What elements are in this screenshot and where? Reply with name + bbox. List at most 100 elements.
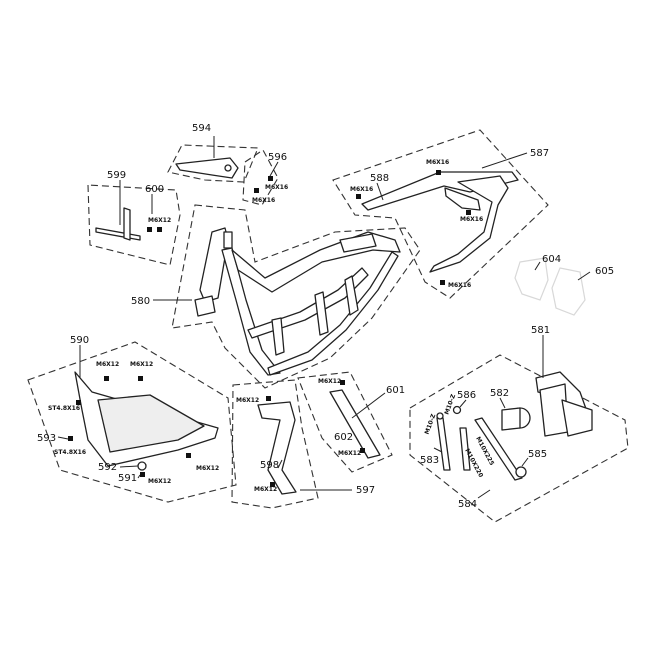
bolt-602-icon bbox=[360, 448, 365, 453]
spec-587-m6x16-a: M6X16 bbox=[426, 159, 449, 166]
bolt-590c-icon bbox=[76, 400, 81, 405]
part-584-long-bolt bbox=[474, 417, 523, 481]
part-585-washer bbox=[515, 466, 527, 478]
part-601-bar bbox=[329, 389, 381, 459]
callout-599: 599 bbox=[107, 170, 126, 181]
spec-596-m6x16-b: M6X16 bbox=[252, 197, 275, 204]
callout-587: 587 bbox=[530, 148, 549, 159]
bolt-593-icon bbox=[68, 436, 73, 441]
bolt-601-icon bbox=[340, 380, 345, 385]
part-587-mount bbox=[444, 187, 481, 211]
part-581-side bbox=[561, 399, 593, 437]
callout-580: 580 bbox=[131, 296, 150, 307]
callout-602: 602 bbox=[334, 432, 353, 443]
part-599-plate bbox=[95, 227, 141, 241]
spec-588-m6x16: M6X16 bbox=[350, 186, 373, 193]
bolt-600b-icon bbox=[157, 227, 162, 232]
group-601-dashed-outline bbox=[297, 371, 393, 473]
group-587-rear-rack: M6X16 M6X16 M6X16 M6X16 587 588 bbox=[332, 129, 549, 299]
leader-584 bbox=[477, 489, 491, 499]
group-580-dashed-outline bbox=[171, 204, 421, 389]
group-601-bracket: M6X12 601 602 M6X12 bbox=[297, 371, 405, 473]
leader-598 bbox=[277, 459, 283, 469]
part-580-bottom-rail bbox=[267, 251, 399, 376]
part-592-grommet bbox=[137, 461, 147, 471]
spec-597-m6x12-a: M6X12 bbox=[236, 397, 259, 404]
leader-592 bbox=[119, 465, 139, 468]
callout-601: 601 bbox=[386, 385, 405, 396]
callout-600: 600 bbox=[145, 184, 164, 195]
part-599-post bbox=[123, 207, 131, 241]
callout-593: 593 bbox=[37, 433, 56, 444]
bolt-600a-icon bbox=[147, 227, 152, 232]
group-599-bracket: 599 600 M6X12 bbox=[87, 170, 181, 266]
callout-590: 590 bbox=[70, 335, 89, 346]
part-594-hole bbox=[224, 164, 232, 172]
leader-591 bbox=[137, 474, 141, 479]
spec-587-m6x16-c: M6X16 bbox=[448, 282, 471, 289]
part-586-nut bbox=[452, 405, 462, 415]
leader-593 bbox=[57, 436, 69, 440]
bolt-587b-icon bbox=[466, 210, 471, 215]
part-580-crossmember-a bbox=[271, 317, 285, 356]
spec-590-m6x12-a: M6X12 bbox=[96, 361, 119, 368]
leader-585 bbox=[521, 457, 529, 467]
part-580-seat-bracket bbox=[339, 233, 377, 253]
leader-596 bbox=[269, 161, 279, 177]
spec-598-m6x12: M6X12 bbox=[254, 486, 277, 493]
group-581-dashed-outline bbox=[409, 354, 629, 523]
group-581-engine-mount: 581 582 M10-Z 583 M10X225 M10X220 584 58… bbox=[409, 325, 629, 523]
callout-596: 596 bbox=[268, 152, 287, 163]
part-597-strut bbox=[257, 401, 297, 495]
group-599-dashed-outline bbox=[87, 184, 181, 266]
group-597-bracket: M6X12 M6X12 598 597 bbox=[231, 379, 375, 509]
bolt-587a-icon bbox=[436, 170, 441, 175]
spec-602-m6x12: M6X12 bbox=[338, 450, 361, 457]
leader-586 bbox=[459, 399, 467, 408]
callout-585: 585 bbox=[528, 449, 547, 460]
callout-598: 598 bbox=[260, 460, 279, 471]
callout-605: 605 bbox=[595, 266, 614, 277]
bolt-598-icon bbox=[270, 482, 275, 487]
group-596-dashed-outline bbox=[242, 149, 279, 206]
spec-600-m6x12: M6X12 bbox=[148, 217, 171, 224]
part-584-second-bolt bbox=[459, 427, 471, 471]
spec-590-m6x12-b: M6X12 bbox=[130, 361, 153, 368]
spec-596-m6x16-a: M6X16 bbox=[265, 184, 288, 191]
callout-588: 588 bbox=[370, 173, 389, 184]
part-583-nut bbox=[436, 412, 444, 420]
bolt-587c-icon bbox=[440, 280, 445, 285]
callout-581: 581 bbox=[531, 325, 550, 336]
callout-604: 604 bbox=[542, 254, 561, 265]
callout-594: 594 bbox=[192, 123, 211, 134]
bolt-596b-icon bbox=[254, 188, 259, 193]
part-590-floor-surface bbox=[97, 394, 205, 453]
part-580-lower-lug bbox=[194, 295, 216, 317]
group-597-dashed-outline bbox=[231, 379, 319, 509]
callout-591: 591 bbox=[118, 473, 137, 484]
bolt-590a-icon bbox=[104, 376, 109, 381]
leader-588 bbox=[376, 182, 384, 201]
group-594-bracket: 594 M6X16 M6X16 596 bbox=[167, 123, 288, 206]
spec-583-m10z: M10-Z bbox=[424, 412, 438, 435]
part-604-faint bbox=[514, 257, 549, 301]
part-582-bushing-body bbox=[501, 407, 521, 431]
leader-587 bbox=[481, 152, 528, 169]
bolt-596a-icon bbox=[268, 176, 273, 181]
spec-590-m6x12-c: M6X12 bbox=[196, 465, 219, 472]
leader-604 bbox=[534, 261, 541, 271]
part-580-head-cap bbox=[223, 231, 233, 249]
spec-587-m6x16-b: M6X16 bbox=[460, 216, 483, 223]
spec-590-st48x16-a: ST4.8X16 bbox=[48, 405, 80, 412]
bolt-590d-icon bbox=[186, 453, 191, 458]
part-580-crossmember-b bbox=[314, 291, 329, 336]
callout-586: 586 bbox=[457, 390, 476, 401]
leader-605 bbox=[577, 271, 591, 281]
spec-591-m6x12: M6X12 bbox=[148, 478, 171, 485]
leader-582 bbox=[499, 397, 506, 409]
leader-601 bbox=[351, 392, 386, 419]
callout-584: 584 bbox=[458, 499, 477, 510]
part-587-strut bbox=[429, 175, 509, 273]
group-590-dashed-outline bbox=[27, 341, 237, 503]
